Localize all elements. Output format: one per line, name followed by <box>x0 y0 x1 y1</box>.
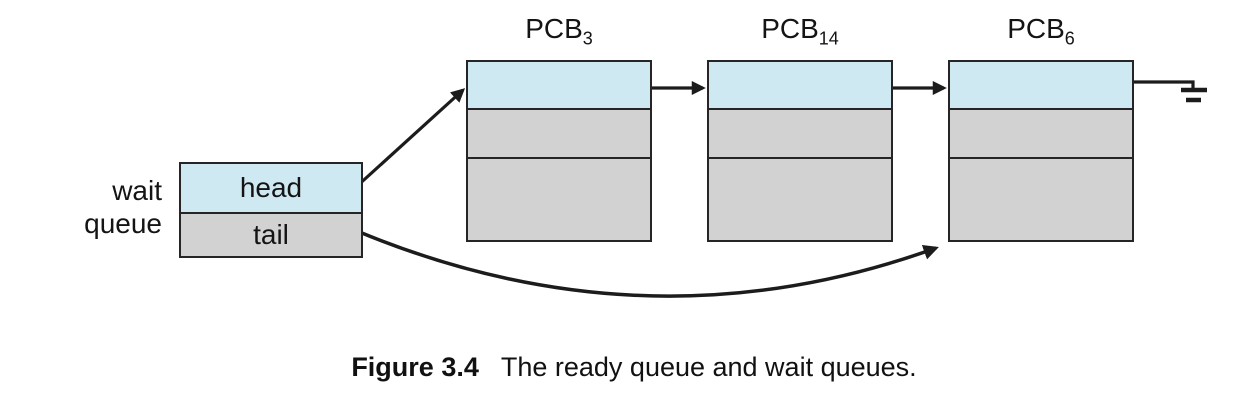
pcb14-name: PCB <box>761 13 819 44</box>
head-pointer-cell: head <box>181 164 361 212</box>
head-to-pcb3-arrow <box>353 88 466 190</box>
pcb6-label: PCB6 <box>948 13 1134 48</box>
pcb3-subscript: 3 <box>582 28 593 49</box>
pcb14-data-field-2 <box>709 157 891 240</box>
pcb3-data-field-2 <box>468 157 650 240</box>
wait-queue-label: wait queue <box>38 174 162 240</box>
pcb6-data-field-1 <box>950 108 1132 157</box>
wait-queue-label-line2: queue <box>84 208 162 239</box>
wait-queue-label-line1: wait <box>112 175 162 206</box>
pcb3-data-field-1 <box>468 108 650 157</box>
tail-to-pcb6-arrow <box>356 229 939 298</box>
pcb6-box <box>948 60 1134 242</box>
pcb6-name: PCB <box>1007 13 1065 44</box>
pcb3-box <box>466 60 652 242</box>
pcb14-box <box>707 60 893 242</box>
figure-caption: Figure 3.4 The ready queue and wait queue… <box>8 352 1252 383</box>
figure-caption-text: The ready queue and wait queues. <box>500 352 917 382</box>
pcb3-name: PCB <box>525 13 583 44</box>
pcb6-data-field-2 <box>950 157 1132 240</box>
pcb14-label: PCB14 <box>707 13 893 48</box>
ground-null-icon <box>1181 87 1207 103</box>
pcb6-null-line <box>1120 80 1195 88</box>
figure-caption-label: Figure 3.4 <box>351 352 479 382</box>
pcb6-subscript: 6 <box>1064 28 1075 49</box>
pcb14-data-field-1 <box>709 108 891 157</box>
pcb14-link-field <box>709 62 891 108</box>
wait-queue-box: head tail <box>179 162 363 258</box>
pcb6-link-field <box>950 62 1132 108</box>
pcb3-label: PCB3 <box>466 13 652 48</box>
pcb14-subscript: 14 <box>818 28 839 49</box>
pcb3-link-field <box>468 62 650 108</box>
tail-pointer-cell: tail <box>181 212 361 256</box>
